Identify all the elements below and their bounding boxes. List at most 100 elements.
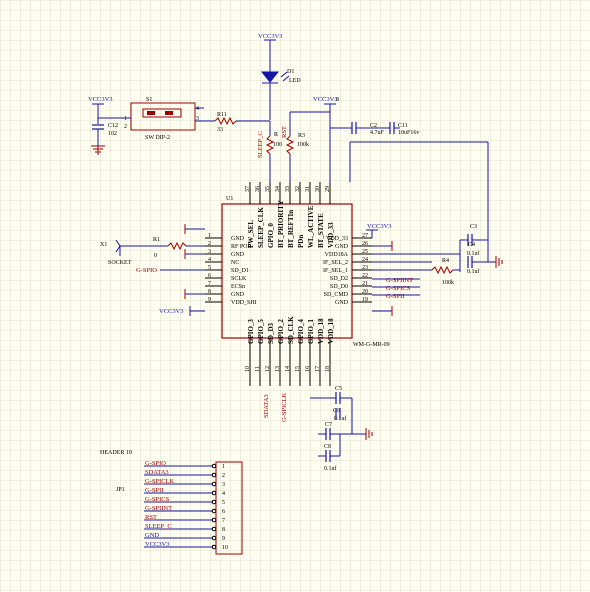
capacitor-c8[interactable]: C8 0.1uf	[318, 434, 341, 472]
header-net-label: G-SPIINT	[145, 505, 172, 512]
net-label-g-spio-left: G-SPIO	[136, 267, 205, 274]
ic-pin-name: VDD_18	[327, 318, 335, 344]
header-pin-number: 8	[222, 527, 225, 533]
svg-text:C12: C12	[108, 123, 118, 129]
ic-pin-name: SD_CLK	[287, 316, 295, 344]
ic-pin-name: SLEEP_CLK	[257, 207, 265, 248]
svg-text:R4: R4	[442, 258, 449, 264]
resistor-r11[interactable]: R11 33	[214, 112, 270, 133]
ic-pin-number: 20	[362, 289, 368, 295]
ic-pin-name: VDD_SHI	[231, 300, 257, 306]
header-pin-dot[interactable]	[211, 526, 217, 532]
header-pin-dot[interactable]	[211, 499, 217, 505]
svg-text:HEADER 10: HEADER 10	[100, 450, 132, 456]
power-port-top-right: VCC3V3 8	[313, 96, 339, 182]
ic-pin-number: 5	[208, 265, 211, 271]
capacitor-c4[interactable]: C4 0.1uf 0.1uf	[467, 242, 503, 275]
ic-pin-number: 12	[265, 366, 271, 372]
header-net-label: SLEEP_C	[145, 523, 172, 530]
capacitor-c12[interactable]: C12 102	[91, 123, 118, 155]
svg-text:10uF16v: 10uF16v	[398, 130, 419, 136]
ic-pin-number: 19	[362, 297, 368, 303]
header-net-label: G-SPICLK	[145, 478, 175, 485]
ic-u1[interactable]: U1 WM-G-MR-09	[221, 196, 390, 348]
svg-text:G-SPII: G-SPII	[386, 293, 404, 300]
ic-pin-number: 26	[362, 241, 368, 247]
svg-text:2: 2	[124, 124, 127, 130]
ic-pin-name: VDD18A	[325, 252, 349, 258]
ic-bottom-pins: 10GPIO_311GPIO_512SD_D313GPIO_214SD_CLK1…	[245, 316, 335, 386]
header-net-label: G-SPICS	[145, 496, 170, 503]
capacitor-c11[interactable]: C11 10uF16v	[349, 122, 489, 262]
ic-pin-number: 25	[362, 249, 368, 255]
resistor-r2[interactable]: R 100	[265, 121, 282, 182]
ic-pin-number: 35	[265, 186, 271, 192]
header-row: 6G-SPIINT	[144, 505, 225, 515]
svg-text:VCC3V3: VCC3V3	[367, 223, 392, 230]
power-port-led: VCC3V3	[258, 33, 283, 72]
ic-pin-name: WL_ACTIVE	[307, 205, 315, 248]
svg-text:VCC3V3: VCC3V3	[159, 308, 184, 315]
svg-text:0: 0	[154, 253, 157, 259]
ic-pin-name: ECSn	[231, 284, 245, 290]
ic-pin-number: 2	[208, 241, 211, 247]
svg-text:102: 102	[108, 131, 117, 137]
svg-text:R11: R11	[217, 112, 227, 118]
power-label: VCC3V3	[258, 33, 283, 40]
capacitor-c3[interactable]: C3	[372, 224, 488, 272]
right-net-labels: G-SPIINT G-SPICS G-SPII	[372, 277, 420, 300]
svg-text:4: 4	[196, 106, 199, 112]
ic-pin-name: BT_STATE	[317, 213, 325, 248]
capacitor-c6[interactable]: C6 0.1uf	[333, 398, 353, 434]
ic-pin-name: SCLK	[231, 276, 247, 282]
header-pin-dot[interactable]	[211, 481, 217, 487]
ic-pin-number: 14	[285, 366, 291, 372]
resistor-r3[interactable]: R3 100k	[285, 111, 330, 182]
led-d1[interactable]: D1 LED	[260, 69, 301, 120]
capacitor-c2[interactable]: C2 4.7uF	[330, 122, 390, 136]
header-pin-dot[interactable]	[211, 463, 217, 469]
ic-pin-name: RF POR	[231, 244, 252, 250]
ic-pin-number: 16	[305, 366, 311, 372]
svg-text:G-SPIINT: G-SPIINT	[386, 277, 413, 284]
header-pin-dot[interactable]	[211, 472, 217, 478]
svg-text:VCC3V3: VCC3V3	[313, 96, 338, 103]
svg-text:C11: C11	[398, 123, 408, 129]
dip-switch-s1[interactable]: S1 1 2 3 4 SW DIP-2	[98, 97, 215, 141]
svg-text:R1: R1	[153, 237, 160, 243]
ic-pin-name: SD_D2	[330, 276, 348, 282]
ic-pin-number: 34	[275, 186, 281, 192]
capacitor-c5[interactable]: C5	[310, 386, 352, 404]
header-pin-dot[interactable]	[211, 517, 217, 523]
svg-text:0.1uf: 0.1uf	[324, 465, 337, 472]
header-pin-dot[interactable]	[211, 508, 217, 514]
ic-pin-name: GPIO_3	[247, 319, 255, 344]
resistor-r1[interactable]: R1 0	[153, 237, 205, 259]
ic-right-pins: 27VDD_3326GND25VDD18A24IF_SEL_223IF_SEL_…	[323, 233, 372, 306]
resistor-r4[interactable]: R4 100k	[372, 258, 460, 286]
ic-pin-number: 13	[275, 366, 281, 372]
ic-pin-name: VDD_33	[327, 222, 335, 248]
socket-x1[interactable]: X1 SOCKET	[100, 239, 168, 266]
header-jp1[interactable]: HEADER 10 JP1	[100, 450, 243, 555]
header-pin-dot[interactable]	[211, 544, 217, 550]
svg-text:C7: C7	[325, 422, 332, 428]
svg-text:G-SPIO: G-SPIO	[136, 267, 157, 274]
right-ground-symbols	[372, 241, 393, 316]
header-pin-number: 2	[222, 473, 225, 479]
power-port-left: VCC3V3	[159, 306, 205, 316]
ground-symbol	[91, 145, 105, 155]
ic-pin-number: 17	[315, 366, 321, 372]
ic-pin-name: PW_SEL	[247, 220, 255, 248]
ic-pin-number: 29	[325, 186, 331, 192]
net-label-g-spiclk: G-SPICLK	[281, 392, 288, 422]
svg-text:R: R	[274, 132, 278, 138]
svg-text:1: 1	[124, 116, 127, 122]
svg-text:4.7uF: 4.7uF	[370, 130, 385, 136]
header-pin-dot[interactable]	[211, 490, 217, 496]
capacitor-c7[interactable]: C7	[318, 422, 373, 440]
header-pin-dot[interactable]	[211, 535, 217, 541]
